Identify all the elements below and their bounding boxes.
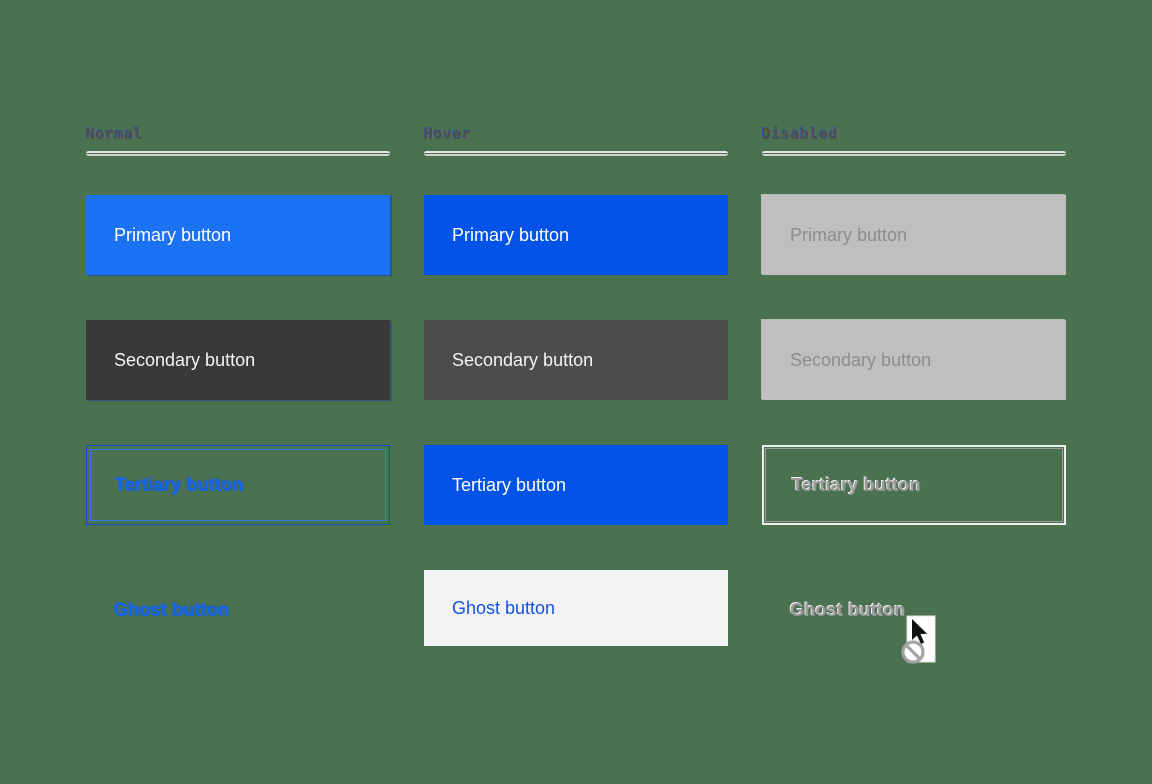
column-header-normal: Normal	[86, 125, 144, 143]
tertiary-button-hover[interactable]: Tertiary button	[424, 445, 728, 525]
button-label: Tertiary button	[452, 474, 567, 495]
primary-button-normal[interactable]: Primary button	[86, 195, 390, 275]
not-allowed-cursor-icon	[900, 614, 936, 666]
button-label: Tertiary button	[115, 474, 244, 495]
column-hover: Hover Primary button Secondary button Te…	[424, 125, 728, 695]
button-states-grid: Normal Primary button Secondary button T…	[86, 125, 1066, 695]
secondary-button-hover[interactable]: Secondary button	[424, 320, 728, 400]
header-divider	[762, 151, 1066, 156]
button-label: Secondary button	[452, 349, 594, 370]
column-normal: Normal Primary button Secondary button T…	[86, 125, 390, 695]
tertiary-button-normal[interactable]: Tertiary button	[86, 445, 390, 525]
button-label: Secondary button	[790, 349, 932, 370]
button-label: Tertiary button	[792, 474, 921, 495]
button-label: Ghost button	[114, 599, 230, 620]
header-divider	[424, 151, 728, 156]
button-label: Ghost button	[452, 597, 556, 618]
primary-button-disabled: Primary button	[762, 195, 1066, 275]
tertiary-button-disabled: Tertiary button	[762, 445, 1066, 525]
column-header-hover: Hover	[424, 125, 472, 143]
secondary-button-normal[interactable]: Secondary button	[86, 320, 390, 400]
column-disabled: Disabled Primary button Secondary button…	[762, 125, 1066, 695]
button-label: Primary button	[790, 224, 908, 245]
button-label: Primary button	[452, 224, 570, 245]
ghost-button-hover[interactable]: Ghost button	[424, 570, 728, 646]
primary-button-hover[interactable]: Primary button	[424, 195, 728, 275]
button-label: Primary button	[114, 224, 232, 245]
ghost-button-normal[interactable]: Ghost button	[86, 570, 390, 650]
column-header-disabled: Disabled	[762, 125, 839, 143]
button-label: Secondary button	[114, 349, 256, 370]
header-divider	[86, 151, 390, 156]
ghost-button-disabled: Ghost button	[762, 570, 1066, 650]
secondary-button-disabled: Secondary button	[762, 320, 1066, 400]
button-label: Ghost button	[790, 599, 906, 620]
